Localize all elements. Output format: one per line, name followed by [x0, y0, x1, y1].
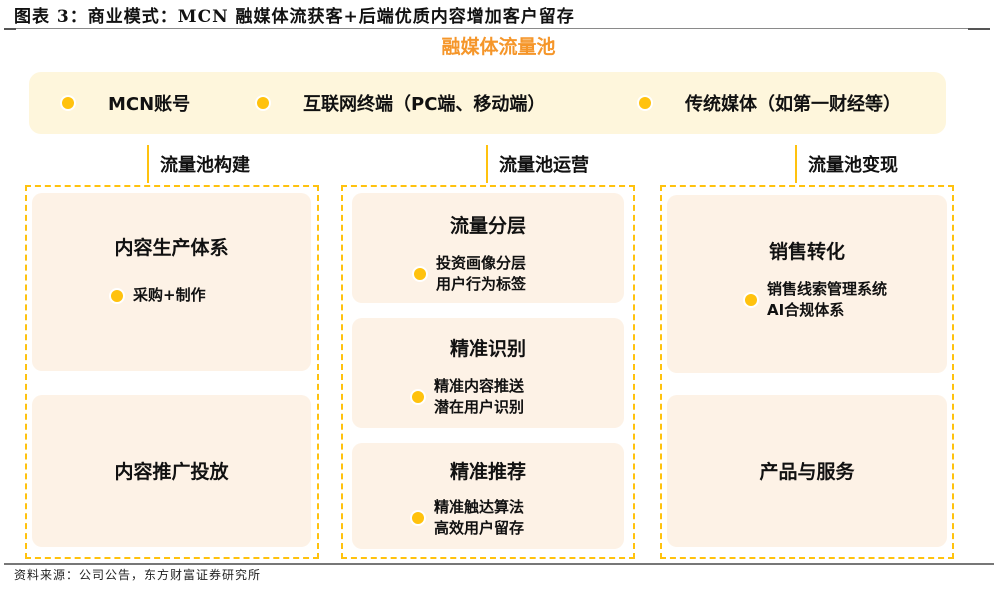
bullet-dot-icon	[745, 294, 757, 306]
figure-title: 图表 3：商业模式：MCN 融媒体流获客+后端优质内容增加客户留存	[14, 7, 575, 27]
channel-internet: 互联网终端（PC端、移动端）	[257, 72, 545, 134]
stage-column-monetize: 销售转化 销售线索管理系统 AI合规体系 产品与服务	[660, 185, 954, 559]
bullet-line: 潜在用户识别	[434, 398, 525, 416]
card-content-promotion: 内容推广投放	[32, 395, 311, 547]
bullet-dot-icon	[62, 97, 74, 109]
card-title: 产品与服务	[759, 461, 855, 483]
stage-column-operate: 流量分层 投资画像分层 用户行为标签 精准识别 精准内容推送 潜在用户识别 精准…	[341, 185, 635, 559]
bullet-line: 用户行为标签	[436, 275, 527, 293]
bullet-dot-icon	[412, 512, 424, 524]
card-sales-conversion: 销售转化 销售线索管理系统 AI合规体系	[667, 195, 947, 373]
bullet-dot-icon	[639, 97, 651, 109]
card-traffic-layering: 流量分层 投资画像分层 用户行为标签	[352, 193, 624, 303]
card-title: 流量分层	[449, 215, 526, 237]
card-bullet: 投资画像分层 用户行为标签	[414, 253, 526, 295]
card-title: 销售转化	[768, 241, 845, 263]
channel-traditional: 传统媒体（如第一财经等）	[639, 72, 901, 134]
card-bullet: 精准触达算法 高效用户留存	[412, 497, 524, 539]
card-title: 内容生产体系	[114, 237, 229, 259]
card-title: 精准推荐	[449, 461, 526, 483]
bullet-line: 销售线索管理系统	[767, 280, 888, 298]
bullet-text: 精准触达算法 高效用户留存	[434, 497, 524, 539]
bullet-dot-icon	[414, 268, 426, 280]
bullet-text: 采购+制作	[133, 286, 206, 304]
channel-label: 互联网终端（PC端、移动端）	[303, 94, 546, 115]
bullet-line: 高效用户留存	[434, 519, 525, 537]
bullet-line: 投资画像分层	[436, 254, 527, 272]
card-content-production: 内容生产体系 采购+制作	[32, 193, 311, 371]
card-title: 精准识别	[449, 338, 526, 360]
card-bullet: 销售线索管理系统 AI合规体系	[745, 279, 887, 321]
top-divider-left-accent	[4, 28, 16, 30]
top-divider	[4, 28, 990, 29]
channel-bar: MCN账号 互联网终端（PC端、移动端） 传统媒体（如第一财经等）	[29, 72, 946, 134]
channel-mcn: MCN账号	[62, 72, 190, 134]
bullet-line: AI合规体系	[767, 301, 845, 319]
bullet-text: 精准内容推送 潜在用户识别	[434, 376, 524, 418]
stage-heading-monetize: 流量池变现	[795, 145, 898, 183]
card-precise-recommend: 精准推荐 精准触达算法 高效用户留存	[352, 443, 624, 549]
bullet-line: 精准触达算法	[434, 498, 525, 516]
top-divider-right-accent	[968, 28, 990, 30]
bullet-line: 精准内容推送	[434, 377, 525, 395]
bottom-divider	[4, 563, 994, 565]
card-precise-identify: 精准识别 精准内容推送 潜在用户识别	[352, 318, 624, 428]
channel-label: MCN账号	[108, 94, 191, 115]
bullet-dot-icon	[257, 97, 269, 109]
card-products-services: 产品与服务	[667, 395, 947, 547]
stage-heading-build: 流量池构建	[147, 145, 250, 183]
source-note: 资料来源：公司公告，东方财富证券研究所	[14, 568, 262, 582]
card-title: 内容推广投放	[114, 461, 229, 483]
channel-label: 传统媒体（如第一财经等）	[685, 94, 901, 115]
bullet-text: 投资画像分层 用户行为标签	[436, 253, 526, 295]
bullet-dot-icon	[412, 391, 424, 403]
stage-heading-operate: 流量池运营	[486, 145, 589, 183]
bullet-text: 销售线索管理系统 AI合规体系	[767, 279, 887, 321]
pool-title: 融媒体流量池	[441, 36, 556, 58]
stage-column-build: 内容生产体系 采购+制作 内容推广投放	[25, 185, 319, 559]
card-bullet: 采购+制作	[111, 285, 206, 306]
card-bullet: 精准内容推送 潜在用户识别	[412, 376, 524, 418]
bullet-dot-icon	[111, 289, 123, 302]
